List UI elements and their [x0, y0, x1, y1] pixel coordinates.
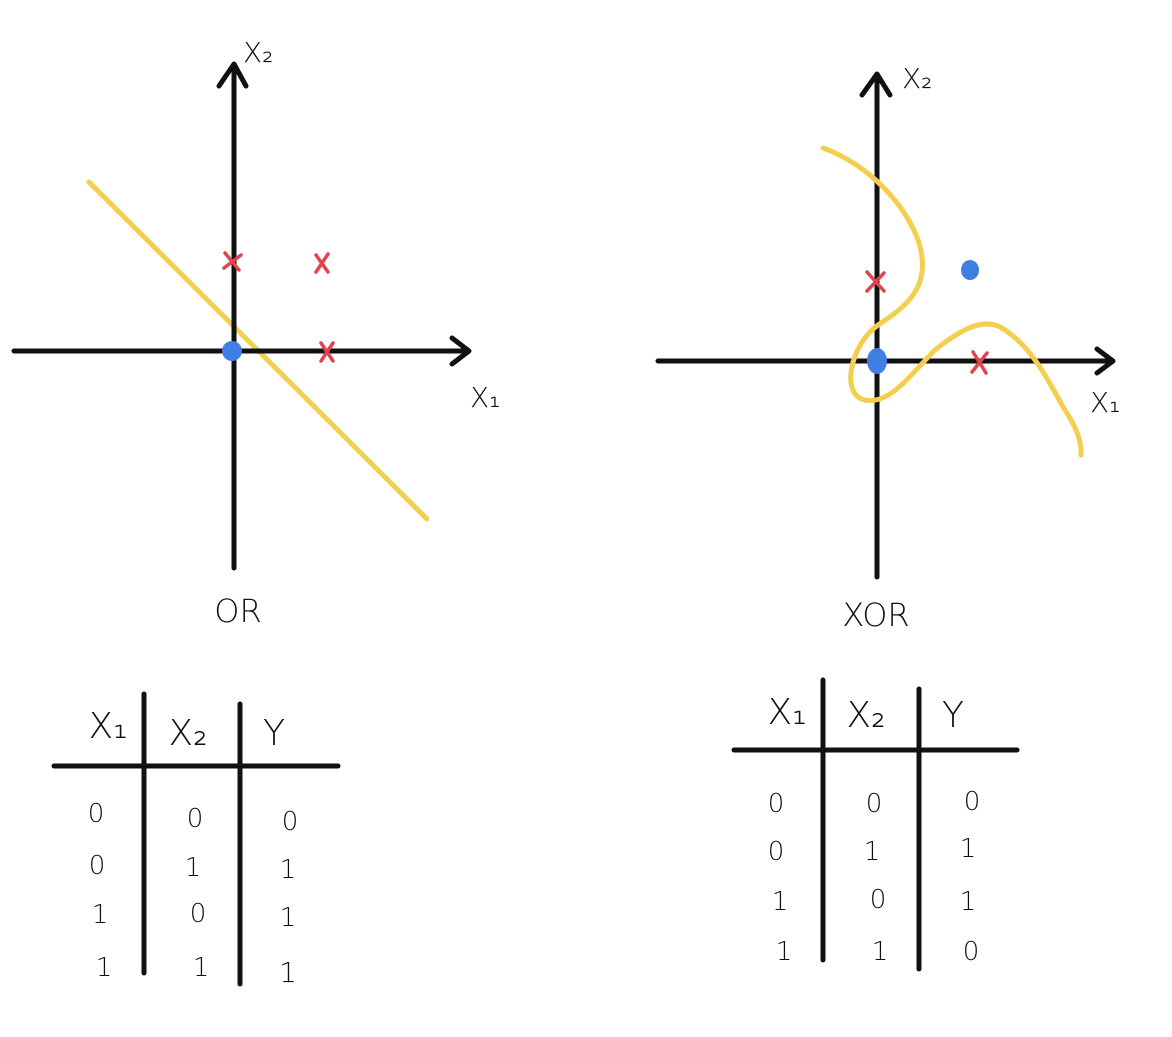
xor-point-0-0 [867, 348, 887, 374]
or-cell-r1-c2: 1 [280, 855, 297, 885]
or-cell-r2-c2: 1 [280, 903, 297, 933]
or-cell-r1-c1: 1 [185, 853, 202, 883]
or-cell-r0-c1: 0 [187, 804, 204, 834]
or-cell-r3-c1: 1 [193, 953, 210, 983]
or-table-header-x2: X₂ [168, 713, 207, 754]
or-y-axis-label: X₂ [243, 36, 273, 69]
xor-y-axis-arrowhead [859, 71, 893, 98]
xor-cell-r2-c2: 1 [960, 887, 977, 917]
xor-cell-r2-c1: 0 [870, 885, 887, 915]
or-x-axis-arrowhead [449, 335, 472, 367]
or-caption: OR [214, 592, 261, 630]
xor-y-axis-label: X₂ [902, 62, 932, 95]
xor-table-header-y: Y [942, 695, 964, 736]
xor-table-header-x1: X₁ [767, 692, 806, 733]
xor-cell-r0-c2: 0 [964, 787, 981, 817]
xor-point-1-0 [970, 350, 989, 375]
xor-x-axis-label: X₁ [1090, 386, 1120, 419]
or-truth-table: X₁ X₂ Y 0 0 0 0 1 1 1 0 1 1 1 1 [51, 691, 341, 989]
xor-cell-r1-c2: 1 [960, 834, 977, 864]
or-cell-r2-c0: 1 [92, 900, 109, 930]
xor-point-1-1 [961, 260, 979, 280]
or-panel: X₂ X₁ OR X₁ X₂ Y 0 0 0 0 1 1 [11, 36, 500, 989]
xor-cell-r0-c1: 0 [866, 789, 883, 819]
xor-cell-r1-c0: 0 [768, 837, 785, 867]
or-x-axis-label: X₁ [470, 381, 500, 414]
or-table-header-x1: X₁ [88, 706, 127, 747]
or-table-header-y: Y [263, 713, 285, 754]
xor-truth-table: X₁ X₂ Y 0 0 0 0 1 1 1 0 1 1 1 0 [731, 677, 1020, 972]
or-cell-r0-c0: 0 [88, 799, 105, 829]
xor-caption: XOR [842, 596, 909, 634]
or-point-0-0 [222, 341, 242, 361]
xor-cell-r3-c0: 1 [776, 937, 793, 967]
or-point-1-1 [314, 252, 330, 274]
xor-cell-r3-c1: 1 [872, 937, 889, 967]
or-point-1-0 [319, 341, 335, 363]
or-cell-r1-c0: 0 [89, 851, 106, 881]
xor-point-0-1 [865, 270, 886, 293]
xor-table-header-x2: X₂ [846, 695, 885, 736]
xor-cell-r2-c0: 1 [772, 887, 789, 917]
xor-decision-boundary [820, 145, 1084, 458]
xor-cell-r1-c1: 1 [864, 837, 881, 867]
or-cell-r3-c0: 1 [96, 953, 113, 983]
or-cell-r0-c2: 0 [282, 807, 299, 837]
xor-x-axis-arrowhead [1094, 346, 1116, 376]
xor-cell-r0-c0: 0 [768, 789, 785, 819]
xor-panel: X₂ X₁ XOR X₁ X₂ Y 0 0 0 0 1 1 1 0 [655, 62, 1120, 972]
or-cell-r3-c2: 1 [279, 956, 297, 989]
or-point-0-1 [222, 251, 243, 272]
or-y-axis-arrowhead [216, 61, 249, 89]
xor-cell-r3-c2: 0 [963, 937, 980, 967]
or-cell-r2-c1: 0 [190, 899, 207, 929]
